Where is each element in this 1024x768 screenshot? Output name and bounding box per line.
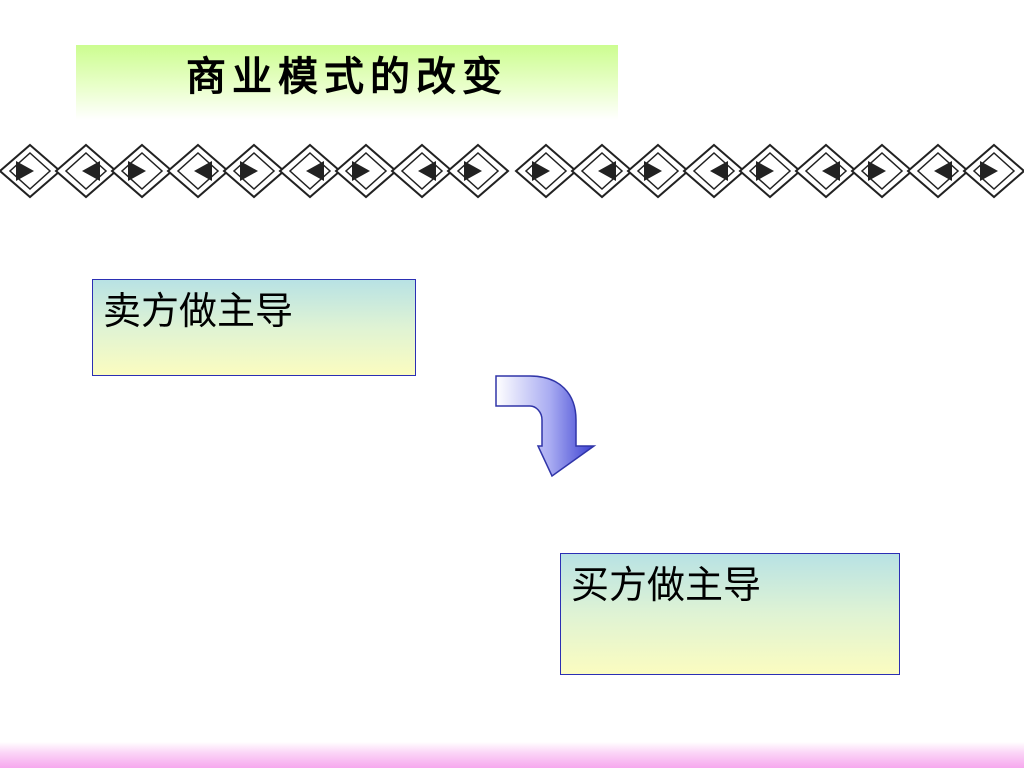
- slide-title: 商业模式的改变: [186, 53, 508, 100]
- seller-led-box: 卖方做主导: [92, 279, 416, 376]
- border-diamond: [794, 143, 858, 199]
- curved-down-arrow-icon: [495, 375, 597, 478]
- border-diamond: [278, 143, 342, 199]
- border-diamond: [626, 143, 690, 199]
- border-diamond: [514, 143, 578, 199]
- border-diamond: [906, 143, 970, 199]
- border-diamond: [222, 143, 286, 199]
- border-diamond: [0, 143, 62, 199]
- arrow-shape: [495, 375, 597, 478]
- buyer-led-label: 买方做主导: [571, 563, 762, 607]
- border-diamond: [446, 143, 510, 199]
- border-diamond: [390, 143, 454, 199]
- border-diamond: [738, 143, 802, 199]
- border-diamond: [962, 143, 1024, 199]
- border-diamond: [334, 143, 398, 199]
- diamond-border: [0, 143, 1024, 199]
- border-diamond: [850, 143, 914, 199]
- border-diamond: [166, 143, 230, 199]
- buyer-led-box: 买方做主导: [560, 553, 900, 675]
- seller-led-label: 卖方做主导: [103, 289, 294, 333]
- border-diamond: [54, 143, 118, 199]
- title-band: 商业模式的改变: [76, 45, 618, 120]
- border-diamond: [570, 143, 634, 199]
- bottom-gradient-bar: [0, 742, 1024, 768]
- border-diamond: [682, 143, 746, 199]
- border-diamond: [110, 143, 174, 199]
